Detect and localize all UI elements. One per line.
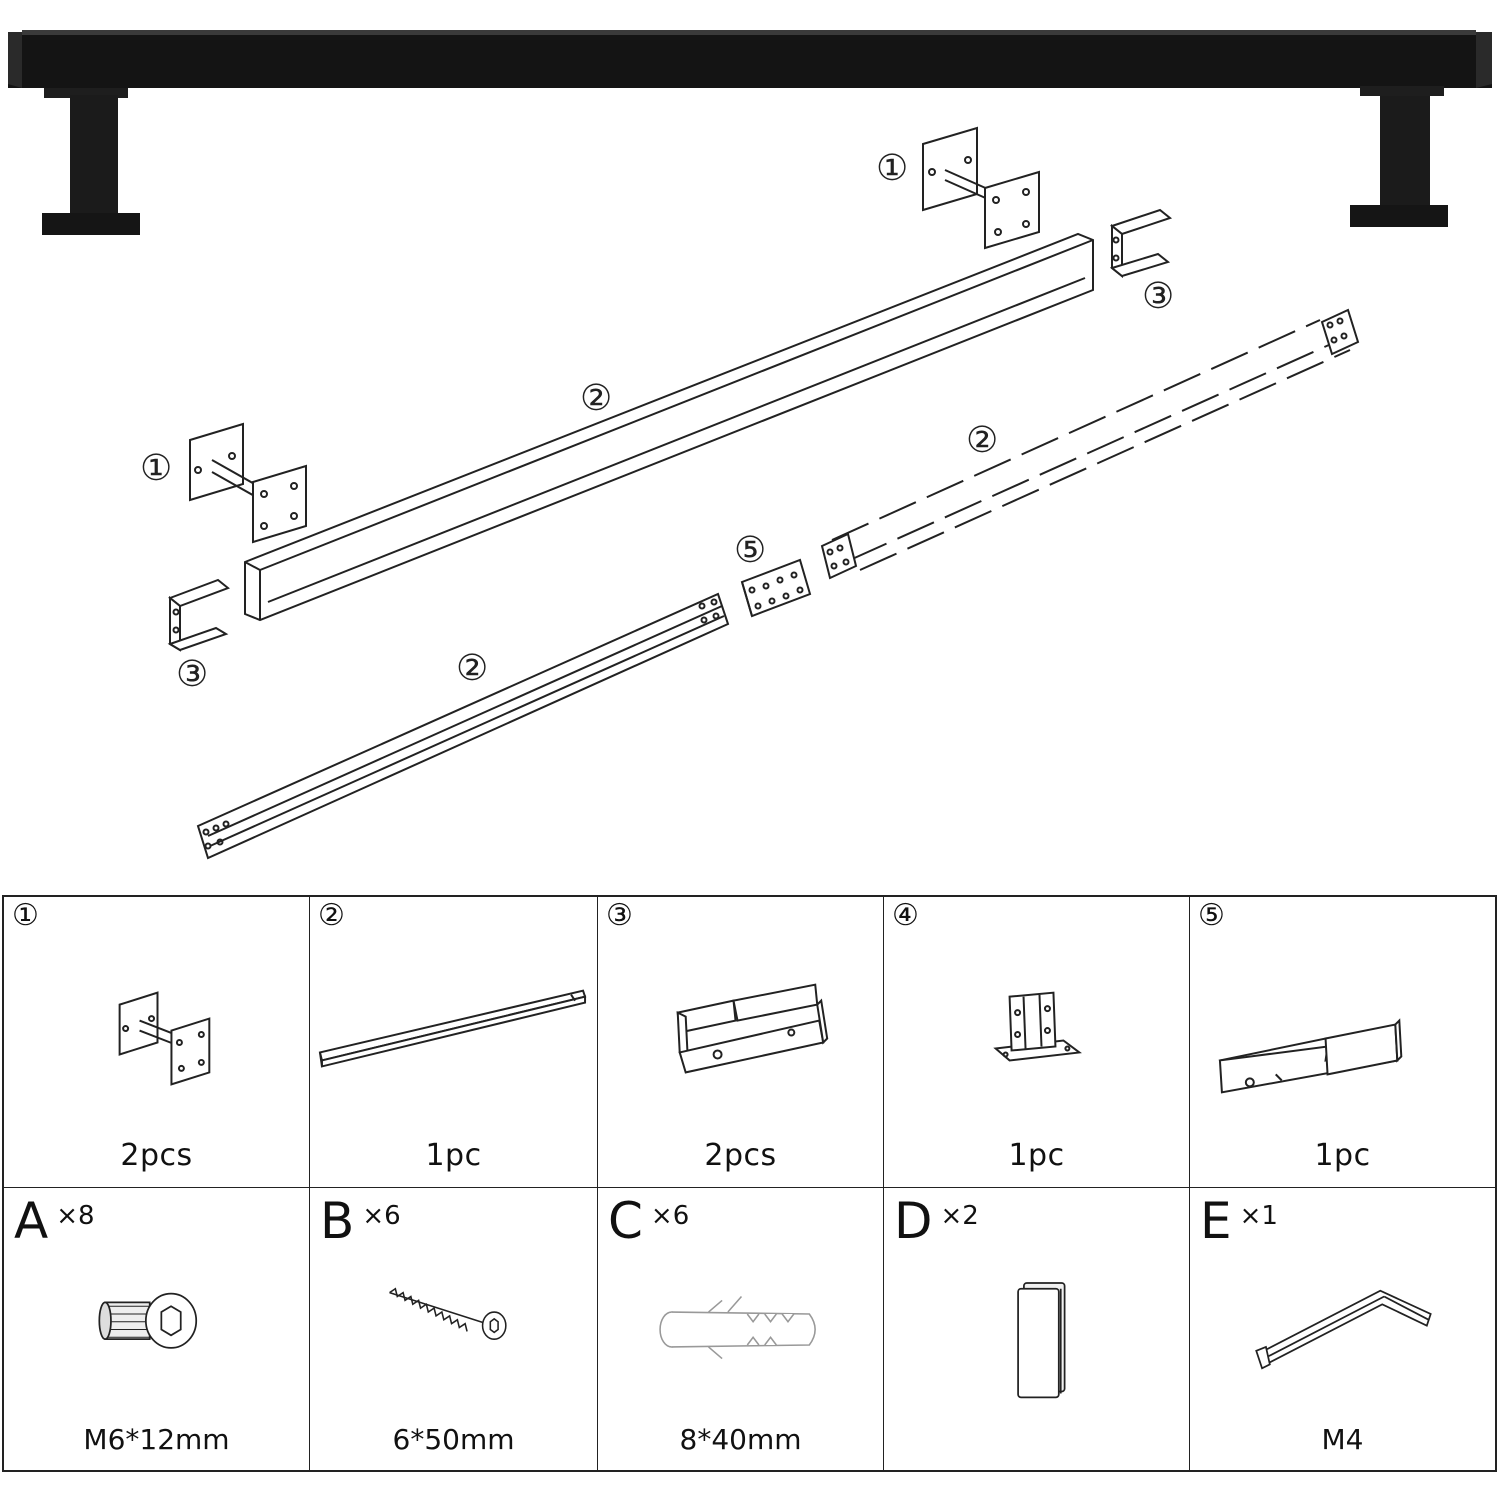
part-number: ④ bbox=[892, 898, 919, 933]
part-cell-5: ⑤ 1pc bbox=[1190, 897, 1495, 1188]
wall-anchor-icon bbox=[659, 1296, 816, 1360]
hardware-cell-b: B×6 6*50mm bbox=[310, 1188, 598, 1470]
end-cap-right bbox=[1109, 208, 1173, 279]
hardware-multiplier: ×2 bbox=[940, 1201, 979, 1231]
hardware-letter: A×8 bbox=[14, 1192, 95, 1250]
rail-bottom bbox=[196, 592, 730, 860]
part-qty: 2pcs bbox=[704, 1138, 777, 1173]
assembled-handrail bbox=[8, 30, 1492, 235]
hardware-multiplier: ×6 bbox=[650, 1201, 690, 1231]
hardware-multiplier: ×1 bbox=[1239, 1201, 1278, 1231]
post-base-icon bbox=[993, 991, 1082, 1062]
wall-bracket-icon bbox=[118, 991, 211, 1086]
part-qty: 1pc bbox=[1314, 1138, 1371, 1173]
part-qty: 1pc bbox=[425, 1138, 482, 1173]
end-plug-icon bbox=[1017, 1282, 1066, 1399]
hardware-cell-c: C×6 8*40mm bbox=[598, 1188, 884, 1470]
callout-end-cap-right: ③ bbox=[1142, 276, 1174, 317]
hardware-cell-d: D×2 bbox=[884, 1188, 1190, 1470]
hardware-letter: B×6 bbox=[320, 1192, 401, 1250]
part-qty: 2pcs bbox=[120, 1138, 193, 1173]
wood-screw-icon bbox=[389, 1287, 507, 1340]
hardware-spec: 6*50mm bbox=[392, 1423, 515, 1456]
wall-bracket-top bbox=[922, 126, 1040, 250]
rail-main bbox=[244, 232, 1094, 622]
rail-channel-icon bbox=[318, 989, 587, 1068]
part-qty: 1pc bbox=[1008, 1138, 1065, 1173]
hardware-multiplier: ×6 bbox=[362, 1201, 401, 1231]
hex-socket-bolt-icon bbox=[98, 1292, 198, 1349]
wall-bracket-left bbox=[189, 422, 307, 544]
hardware-letter: E×1 bbox=[1200, 1192, 1278, 1250]
end-cap-icon bbox=[676, 983, 829, 1074]
hardware-spec: 8*40mm bbox=[679, 1423, 802, 1456]
assembly-diagram: ① ① ② ② ② ③ ③ ⑤ bbox=[8, 30, 1492, 860]
callout-connector: ⑤ bbox=[734, 530, 766, 571]
callout-rail-dashed: ② bbox=[966, 420, 998, 461]
callout-rail-top: ② bbox=[580, 378, 612, 419]
hardware-letter: D×2 bbox=[894, 1192, 979, 1250]
allen-key-icon bbox=[1255, 1289, 1432, 1370]
splice-connector bbox=[740, 558, 812, 618]
part-cell-3: ③ 2pcs bbox=[598, 897, 884, 1188]
hardware-cell-a: A×8 M6*12mm bbox=[4, 1188, 310, 1470]
hardware-spec: M6*12mm bbox=[83, 1423, 230, 1456]
hardware-multiplier: ×8 bbox=[56, 1201, 95, 1231]
part-cell-2: ② 1pc bbox=[310, 897, 598, 1188]
part-number: ① bbox=[12, 898, 39, 933]
hardware-letter: C×6 bbox=[608, 1192, 690, 1250]
rail-dashed-ends bbox=[820, 308, 1360, 580]
splice-connector-icon bbox=[1218, 1018, 1403, 1094]
part-cell-1: ① 2pcs bbox=[4, 897, 310, 1188]
hardware-spec: M4 bbox=[1321, 1423, 1364, 1456]
callout-bracket-left: ① bbox=[140, 448, 172, 489]
part-number: ② bbox=[318, 898, 345, 933]
rail-dashed bbox=[831, 319, 1351, 571]
part-number: ③ bbox=[606, 898, 633, 933]
callout-bracket-top: ① bbox=[876, 148, 908, 189]
end-cap-left bbox=[167, 578, 230, 652]
part-cell-4: ④ 1pc bbox=[884, 897, 1190, 1188]
hardware-cell-e: E×1 M4 bbox=[1190, 1188, 1495, 1470]
parts-table: ① 2pcs ② 1pc ③ bbox=[2, 895, 1497, 1472]
callout-rail-bottom: ② bbox=[456, 648, 488, 689]
part-number: ⑤ bbox=[1198, 898, 1225, 933]
callout-end-cap-left: ③ bbox=[176, 654, 208, 695]
